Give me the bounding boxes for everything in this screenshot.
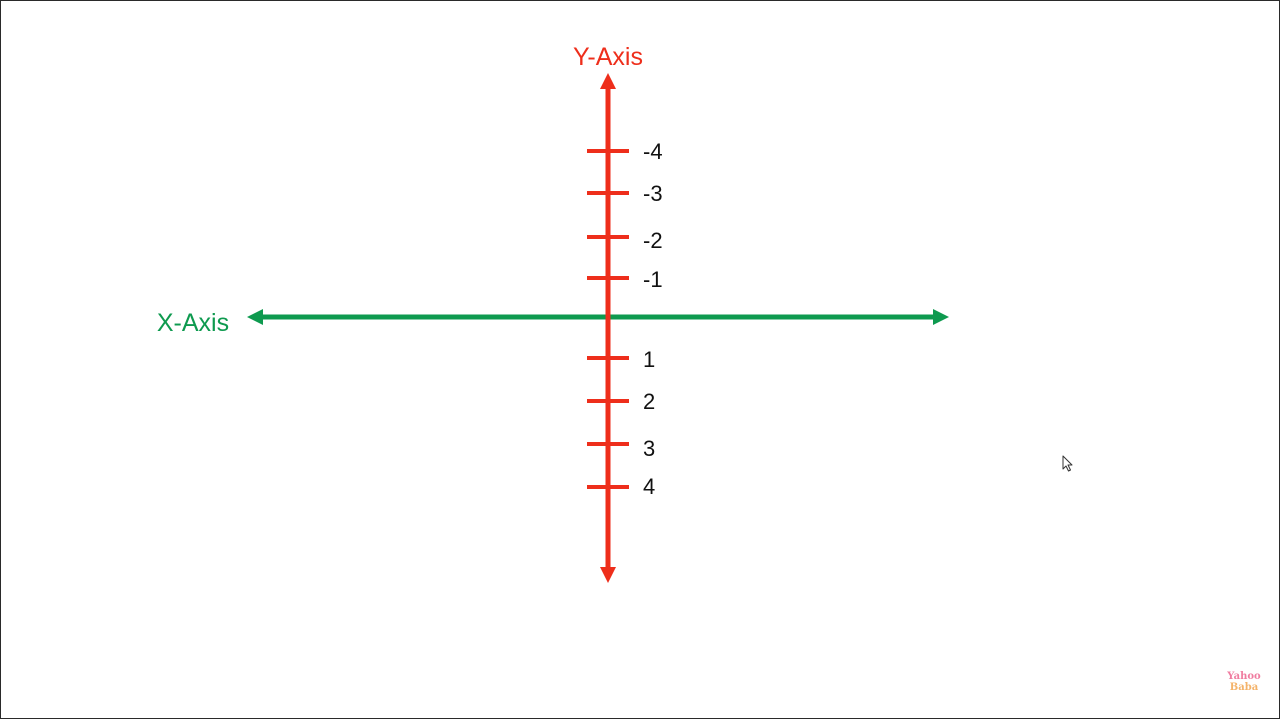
y-axis-ticks xyxy=(587,149,629,489)
x-axis-title: X-Axis xyxy=(157,309,229,337)
tick-label-pos4: 4 xyxy=(643,474,655,499)
yahoo-baba-logo: Yahoo Baba xyxy=(1223,671,1265,693)
tick-label-pos2: 2 xyxy=(643,389,655,414)
mouse-cursor-icon xyxy=(1062,455,1073,472)
y-axis-bottom-arrowhead xyxy=(600,567,616,583)
logo-line-1: Yahoo xyxy=(1227,671,1261,682)
logo-line-2: Baba xyxy=(1229,682,1259,693)
x-axis-right-arrowhead xyxy=(933,309,949,325)
tick-label-neg3: -3 xyxy=(643,181,663,206)
tick-label-pos1: 1 xyxy=(643,347,655,372)
tick-label-neg1: -1 xyxy=(643,267,663,292)
y-axis-tick-labels: -4 -3 -2 -1 1 2 3 4 xyxy=(643,139,663,499)
x-axis xyxy=(247,309,949,325)
tick-label-pos3: 3 xyxy=(643,436,655,461)
tick-label-neg4: -4 xyxy=(643,139,663,164)
y-axis-top-arrowhead xyxy=(600,73,616,89)
y-axis-title: Y-Axis xyxy=(573,43,643,71)
tick-label-neg2: -2 xyxy=(643,228,663,253)
x-axis-left-arrowhead xyxy=(247,309,263,325)
